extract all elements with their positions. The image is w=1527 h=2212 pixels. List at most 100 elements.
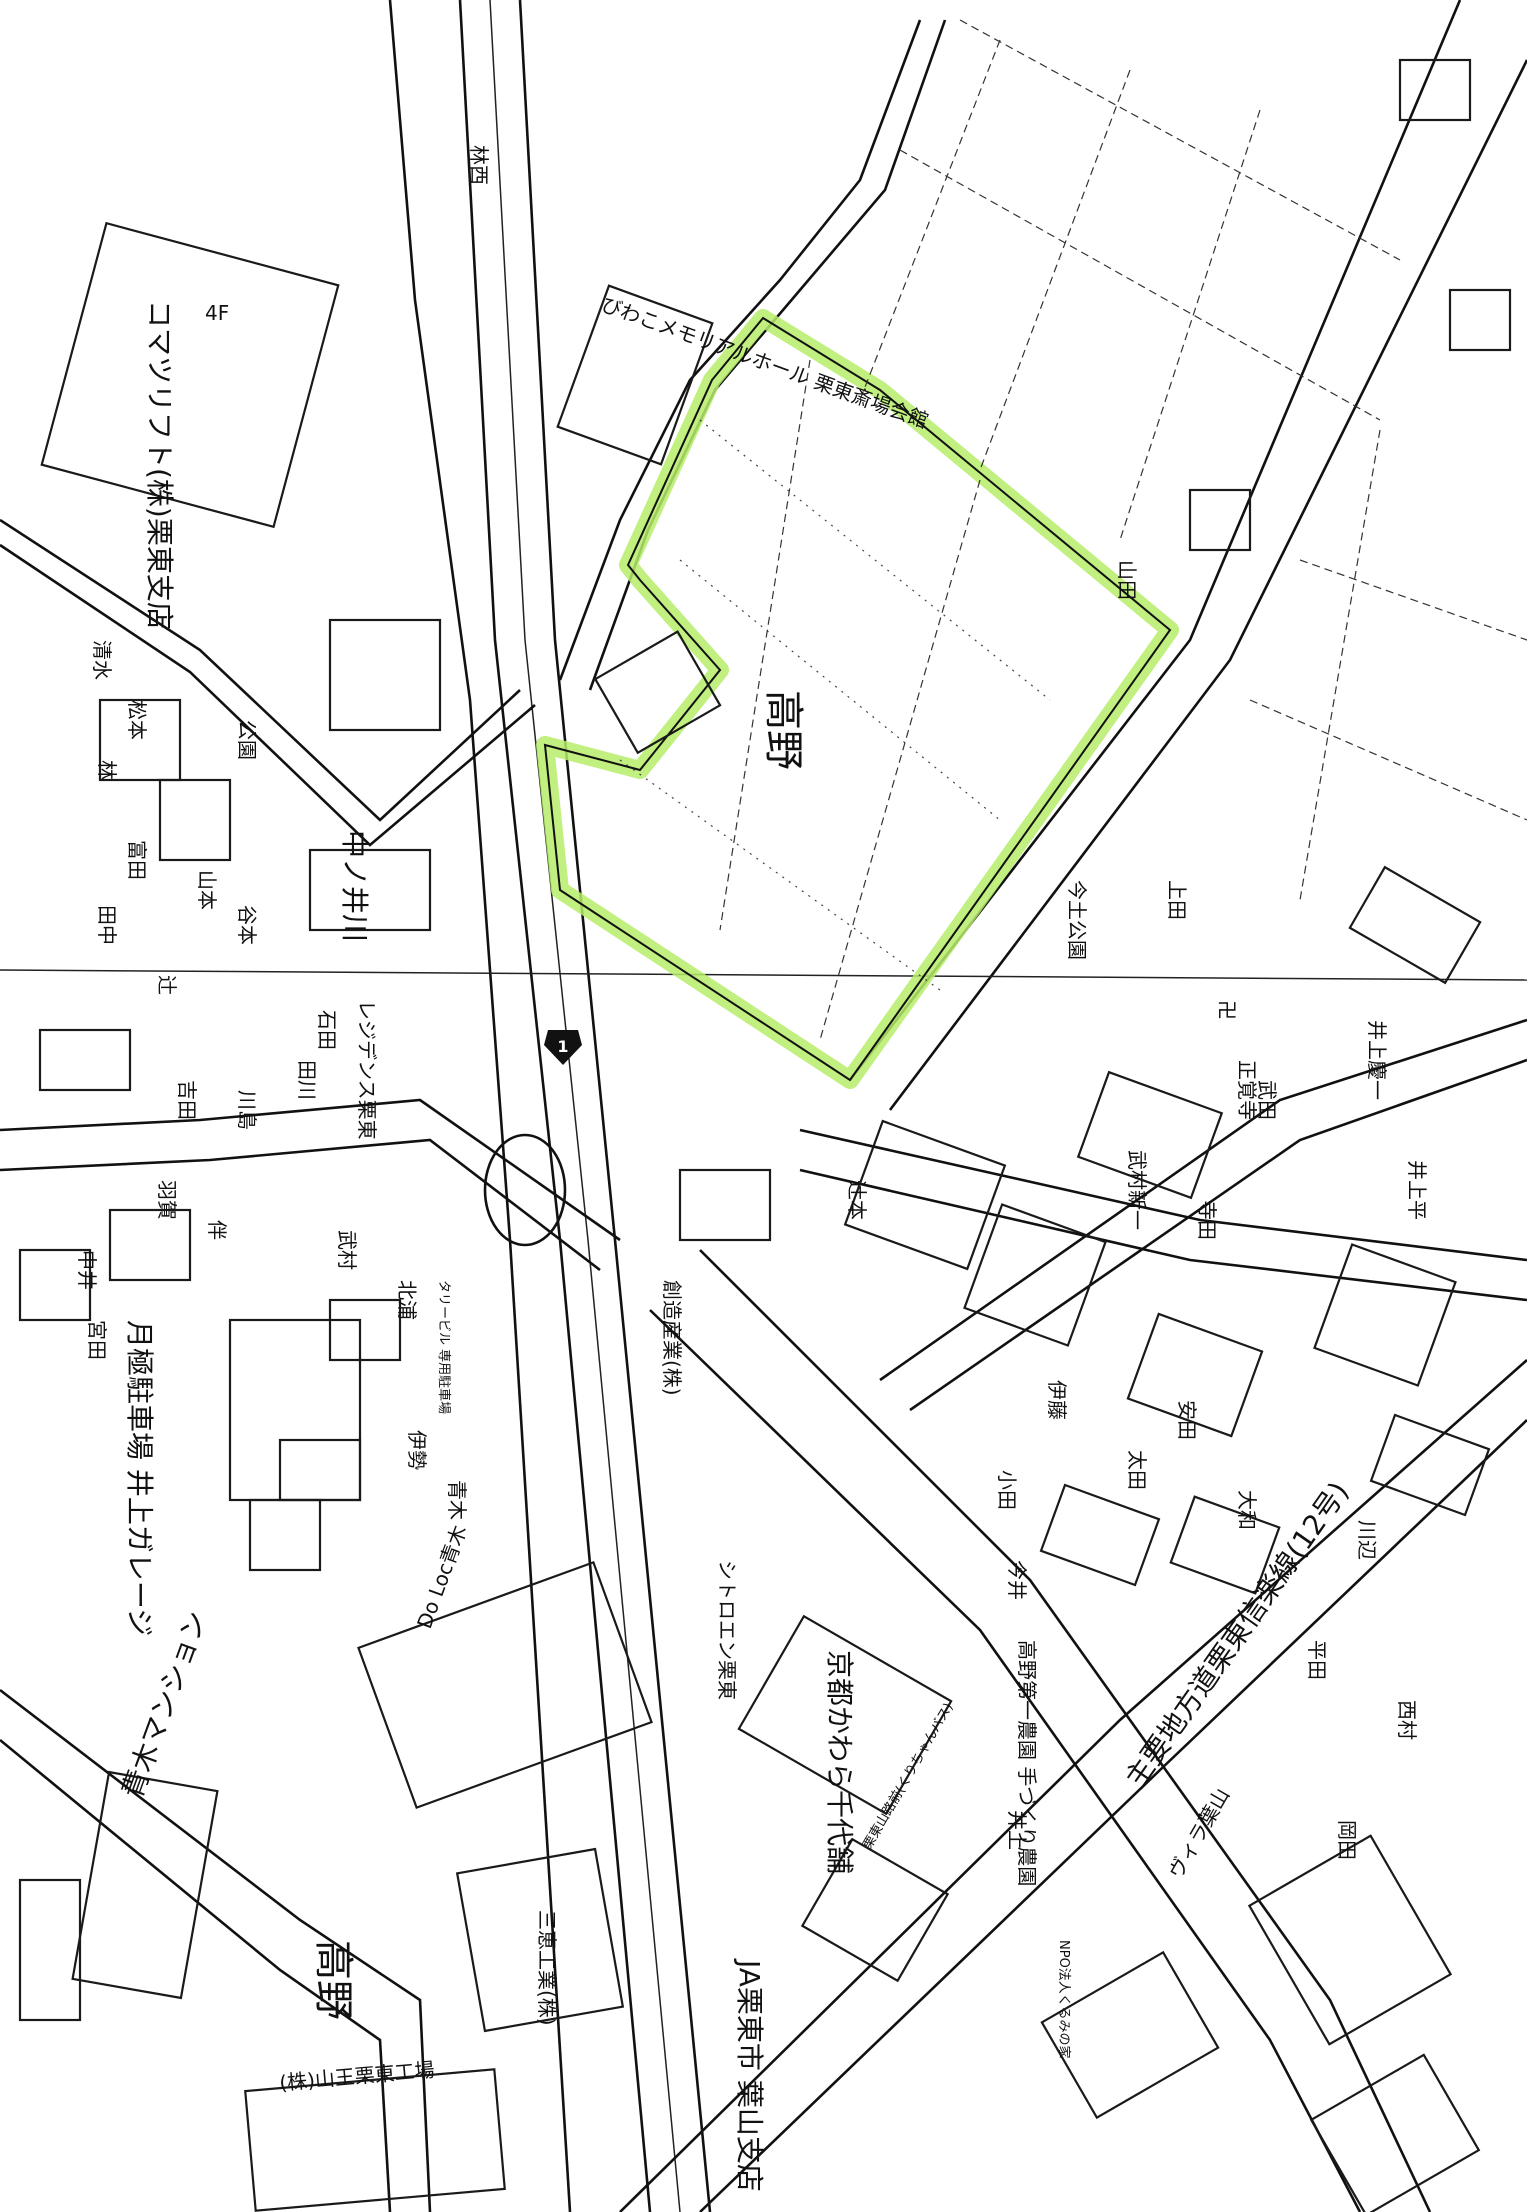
river-bank-a (0, 518, 521, 822)
household-label: 田中 (95, 905, 119, 945)
site-parcel-line-3 (619, 759, 941, 991)
buildings-west (18, 221, 714, 2212)
household-label: 井上平 (1405, 1160, 1429, 1220)
farm-line-3 (859, 39, 1001, 401)
east-building-1 (843, 1119, 1007, 1271)
bus-stop-label-1: 林西 (467, 145, 491, 185)
east-building-8 (1040, 1950, 1220, 2120)
household-labels: 清水松本林富田山本谷本田中辻羽賀伴吉田川島石田田川中井宮田井上武村北浦伊勢青木今… (75, 560, 1429, 1860)
sheet-seam (0, 969, 1527, 981)
west-building-2 (308, 848, 432, 932)
household-label: 田川 (295, 1060, 319, 1100)
site-parcel-line-4 (719, 359, 811, 931)
west-building-1 (328, 618, 442, 732)
east-building-18 (1348, 865, 1482, 985)
east-building-3 (1076, 1070, 1224, 1200)
route-1-road-right (518, 0, 712, 2212)
east-building-17 (1448, 288, 1512, 352)
household-label: 今井 (1005, 1560, 1029, 1600)
site-parcel-line-1 (699, 419, 1051, 701)
west-building-11 (38, 1028, 132, 1092)
facility-label-7: 京都かわら千代舗 (823, 1650, 856, 1874)
east-building-14 (1369, 1413, 1491, 1517)
west-building-13 (18, 1248, 92, 1322)
facility-label-3: レジデンス栗東 (355, 1000, 379, 1140)
household-label: 武村新一 (1125, 1150, 1149, 1230)
east-building-13 (1169, 1495, 1281, 1595)
east-building-2 (963, 1203, 1107, 1347)
household-label: 川島 (235, 1090, 259, 1130)
household-label: 山本 (195, 870, 219, 910)
farm-line-4 (979, 69, 1131, 471)
east-building-6 (737, 1614, 953, 1816)
canal-north (558, 19, 922, 681)
east-building-5 (1313, 1243, 1457, 1387)
farm-line-7 (1299, 559, 1527, 641)
household-label: 平田 (1305, 1640, 1329, 1680)
farm-line-1 (959, 19, 1401, 261)
river-bank-b (0, 543, 536, 847)
route-number: 1 (557, 1037, 568, 1056)
facility-label-16: NPO法人くるみの家 (1056, 1940, 1072, 2059)
east-building-16 (1188, 488, 1252, 552)
side-road-west (388, 0, 572, 2212)
west-building-10 (158, 778, 232, 862)
household-label: 伴 (205, 1220, 229, 1240)
facility-label-5: 創造産業(株) (660, 1280, 684, 1396)
household-label: 清水 (90, 640, 114, 680)
household-label: 安田 (1175, 1400, 1199, 1440)
route-1-center-line (489, 0, 681, 2212)
household-label: 伊藤 (1045, 1380, 1069, 1420)
west-building-16 (328, 1298, 402, 1362)
household-label: 井上慶一 (1365, 1020, 1389, 1100)
facility-label-10: ヴィラ葉山 (1164, 1784, 1235, 1883)
household-label: 武村 (335, 1230, 359, 1270)
household-label: 太田 (1125, 1450, 1149, 1490)
household-label: 井上 (1005, 1810, 1029, 1850)
site-inner-building (593, 630, 722, 755)
prefectural-road-north (699, 1249, 1432, 2212)
memorial-hall-building (556, 284, 714, 466)
park-label-1: 今土公園 (1065, 880, 1089, 960)
household-label: 羽賀 (155, 1180, 179, 1220)
household-label: 正覚寺 (1235, 1060, 1259, 1120)
household-label: 谷本 (235, 905, 259, 945)
east-street-3 (879, 1018, 1527, 1382)
site-parcel-line-5 (819, 479, 981, 1041)
facility-label-14: (株)山王栗東工場 (278, 2058, 435, 2095)
household-label: 吉田 (175, 1080, 199, 1120)
household-label: 卍 (1215, 1000, 1239, 1020)
facility-label-8: JA栗東市 葉山支店 (733, 1958, 766, 2192)
route-1-shield: 1 (544, 1030, 582, 1065)
household-label: 岡田 (1335, 1820, 1359, 1860)
route-1-road-left (458, 0, 652, 2212)
household-label: 石田 (315, 1010, 339, 1050)
east-building-11 (678, 1168, 772, 1242)
facility-label-2: コマツリフト(株)栗東支店 (143, 300, 176, 630)
household-label: 富田 (125, 840, 149, 880)
west-building-8 (18, 1878, 82, 2022)
farm-line-5 (1119, 109, 1261, 541)
facility-label-4: 月極駐車場 井上ガレージ (123, 1320, 156, 1636)
west-road-3 (0, 1688, 432, 2212)
park-label-2: 公園 (235, 720, 259, 760)
west-road-4 (0, 1738, 392, 2212)
household-label: 松本 (125, 700, 149, 740)
farm-line-2 (899, 149, 1381, 421)
area-label-takano: 高野 (310, 1940, 356, 2020)
west-building-14 (248, 1498, 322, 1572)
west-building-3 (228, 1318, 362, 1502)
site-parcel-line-2 (679, 559, 1001, 821)
household-label: 青木 (445, 1480, 469, 1520)
household-label: 大和 (1235, 1490, 1259, 1530)
household-label: 川辺 (1355, 1520, 1379, 1560)
household-label: 林 (95, 760, 119, 780)
east-building-10 (1309, 2053, 1481, 2212)
facility-floors-2: 4F (205, 301, 229, 325)
west-road-2 (0, 1138, 601, 1272)
household-label: 伊勢 (405, 1430, 429, 1470)
west-building-15 (278, 1438, 362, 1502)
farm-line-6 (1249, 699, 1527, 821)
buildings-east (678, 58, 1512, 2212)
household-label: 山田 (1115, 560, 1139, 600)
